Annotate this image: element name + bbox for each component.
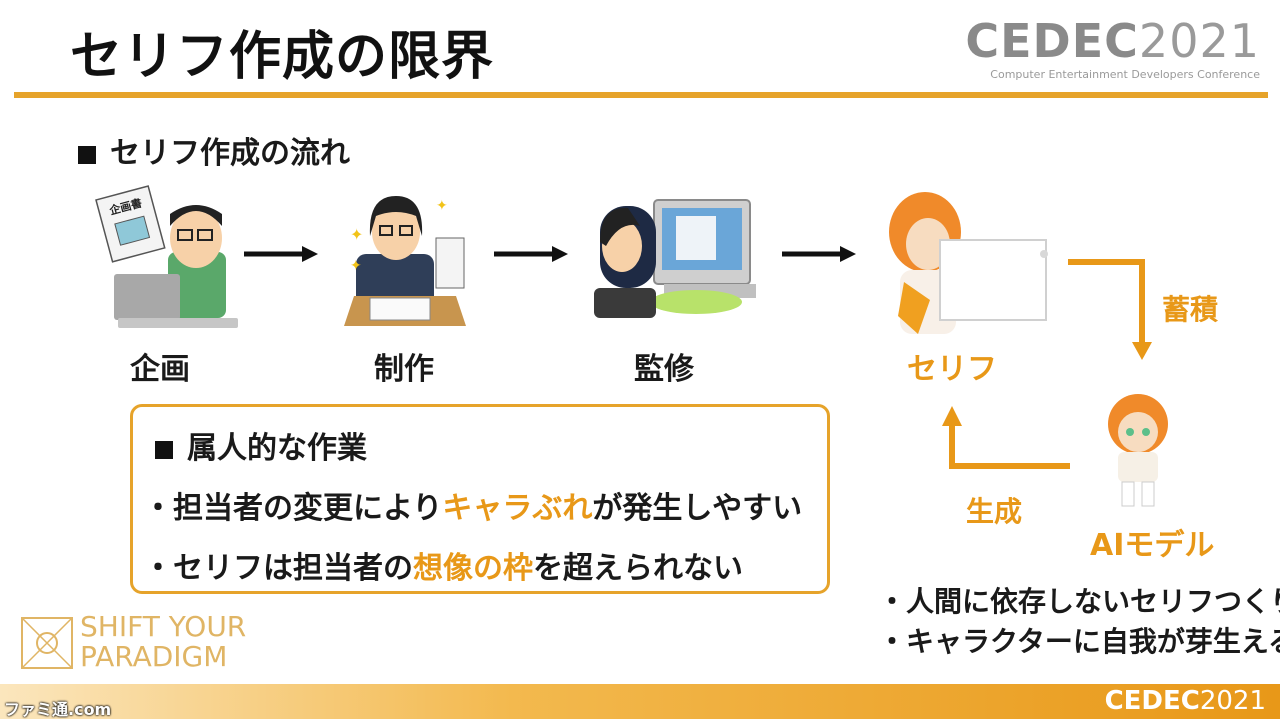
cedec-logo-brand: CEDEC (965, 14, 1139, 68)
section-heading: セリフ作成の流れ (78, 128, 350, 172)
footer-bar (0, 684, 1280, 719)
issue-item-highlight: キャラぶれ (442, 491, 593, 526)
shift-your-paradigm-logo: SHIFT YOUR PARADIGM (80, 612, 246, 672)
step-label-supervision: 監修 (634, 352, 694, 387)
flow-arrow (494, 246, 568, 262)
step-label-serif: セリフ (907, 352, 997, 387)
shift-logo-line: PARADIGM (80, 640, 228, 673)
issues-box-title: 属人的な作業 (155, 423, 367, 467)
slide-title: セリフ作成の限界 (70, 27, 495, 87)
writer-illustration: ✦ ✦ ✦ (344, 196, 466, 326)
cedec-logo: CEDEC2021 Computer Entertainment Develop… (965, 18, 1260, 81)
benefit-note: ・人間に依存しないセリフつくり (878, 585, 1280, 618)
issue-item-highlight: 想像の枠 (413, 551, 533, 586)
issue-item-text: が発生しやすい (592, 491, 803, 526)
footer-brand: CEDEC (1104, 686, 1200, 716)
footer-cedec-logo: CEDEC2021 (1105, 686, 1266, 716)
sparkle-icon: ✦ (350, 258, 362, 274)
section-heading-text: セリフ作成の流れ (110, 136, 350, 171)
flow-arrow (244, 246, 318, 262)
planner-illustration: 企画書 (95, 185, 238, 328)
issues-box-title-text: 属人的な作業 (187, 431, 367, 466)
flow-arrow (782, 246, 856, 262)
accumulate-arrow (1068, 259, 1152, 360)
issue-item: ・セリフは担当者の想像の枠を超えられない (143, 543, 743, 587)
cedec-logo-year: 2021 (1138, 14, 1260, 68)
shift-your-paradigm-logo-icon (21, 617, 73, 669)
ai-model-label: AIモデル (1090, 528, 1215, 563)
ai-model-illustration (1108, 394, 1168, 507)
issues-box: 属人的な作業 ・担当者の変更によりキャラぶれが発生しやすい ・セリフは担当者の想… (130, 404, 830, 594)
title-divider (14, 92, 1268, 98)
square-bullet-icon (155, 440, 173, 459)
issue-item: ・担当者の変更によりキャラぶれが発生しやすい (143, 483, 802, 527)
issue-item-text: ・担当者の変更により (143, 491, 443, 526)
watermark: ファミ通.com (4, 700, 112, 719)
generate-label: 生成 (966, 495, 1023, 528)
step-label-production: 制作 (374, 352, 434, 387)
supervisor-illustration (594, 199, 756, 318)
shift-logo-line: SHIFT YOUR (80, 610, 247, 643)
square-bullet-icon (78, 145, 96, 164)
benefit-note: ・キャラクターに自我が芽生える (878, 625, 1280, 658)
character-illustration (889, 192, 1048, 334)
step-label-planning: 企画 (130, 352, 190, 387)
accumulate-label: 蓄積 (1162, 293, 1219, 326)
sparkle-icon: ✦ (350, 225, 363, 244)
generate-arrow (942, 406, 1070, 469)
cedec-logo-subtitle: Computer Entertainment Developers Confer… (990, 68, 1260, 81)
sparkle-icon: ✦ (436, 198, 448, 214)
footer-year: 2021 (1199, 686, 1266, 716)
issue-item-text: ・セリフは担当者の (143, 551, 413, 586)
issue-item-text: を超えられない (533, 551, 743, 586)
